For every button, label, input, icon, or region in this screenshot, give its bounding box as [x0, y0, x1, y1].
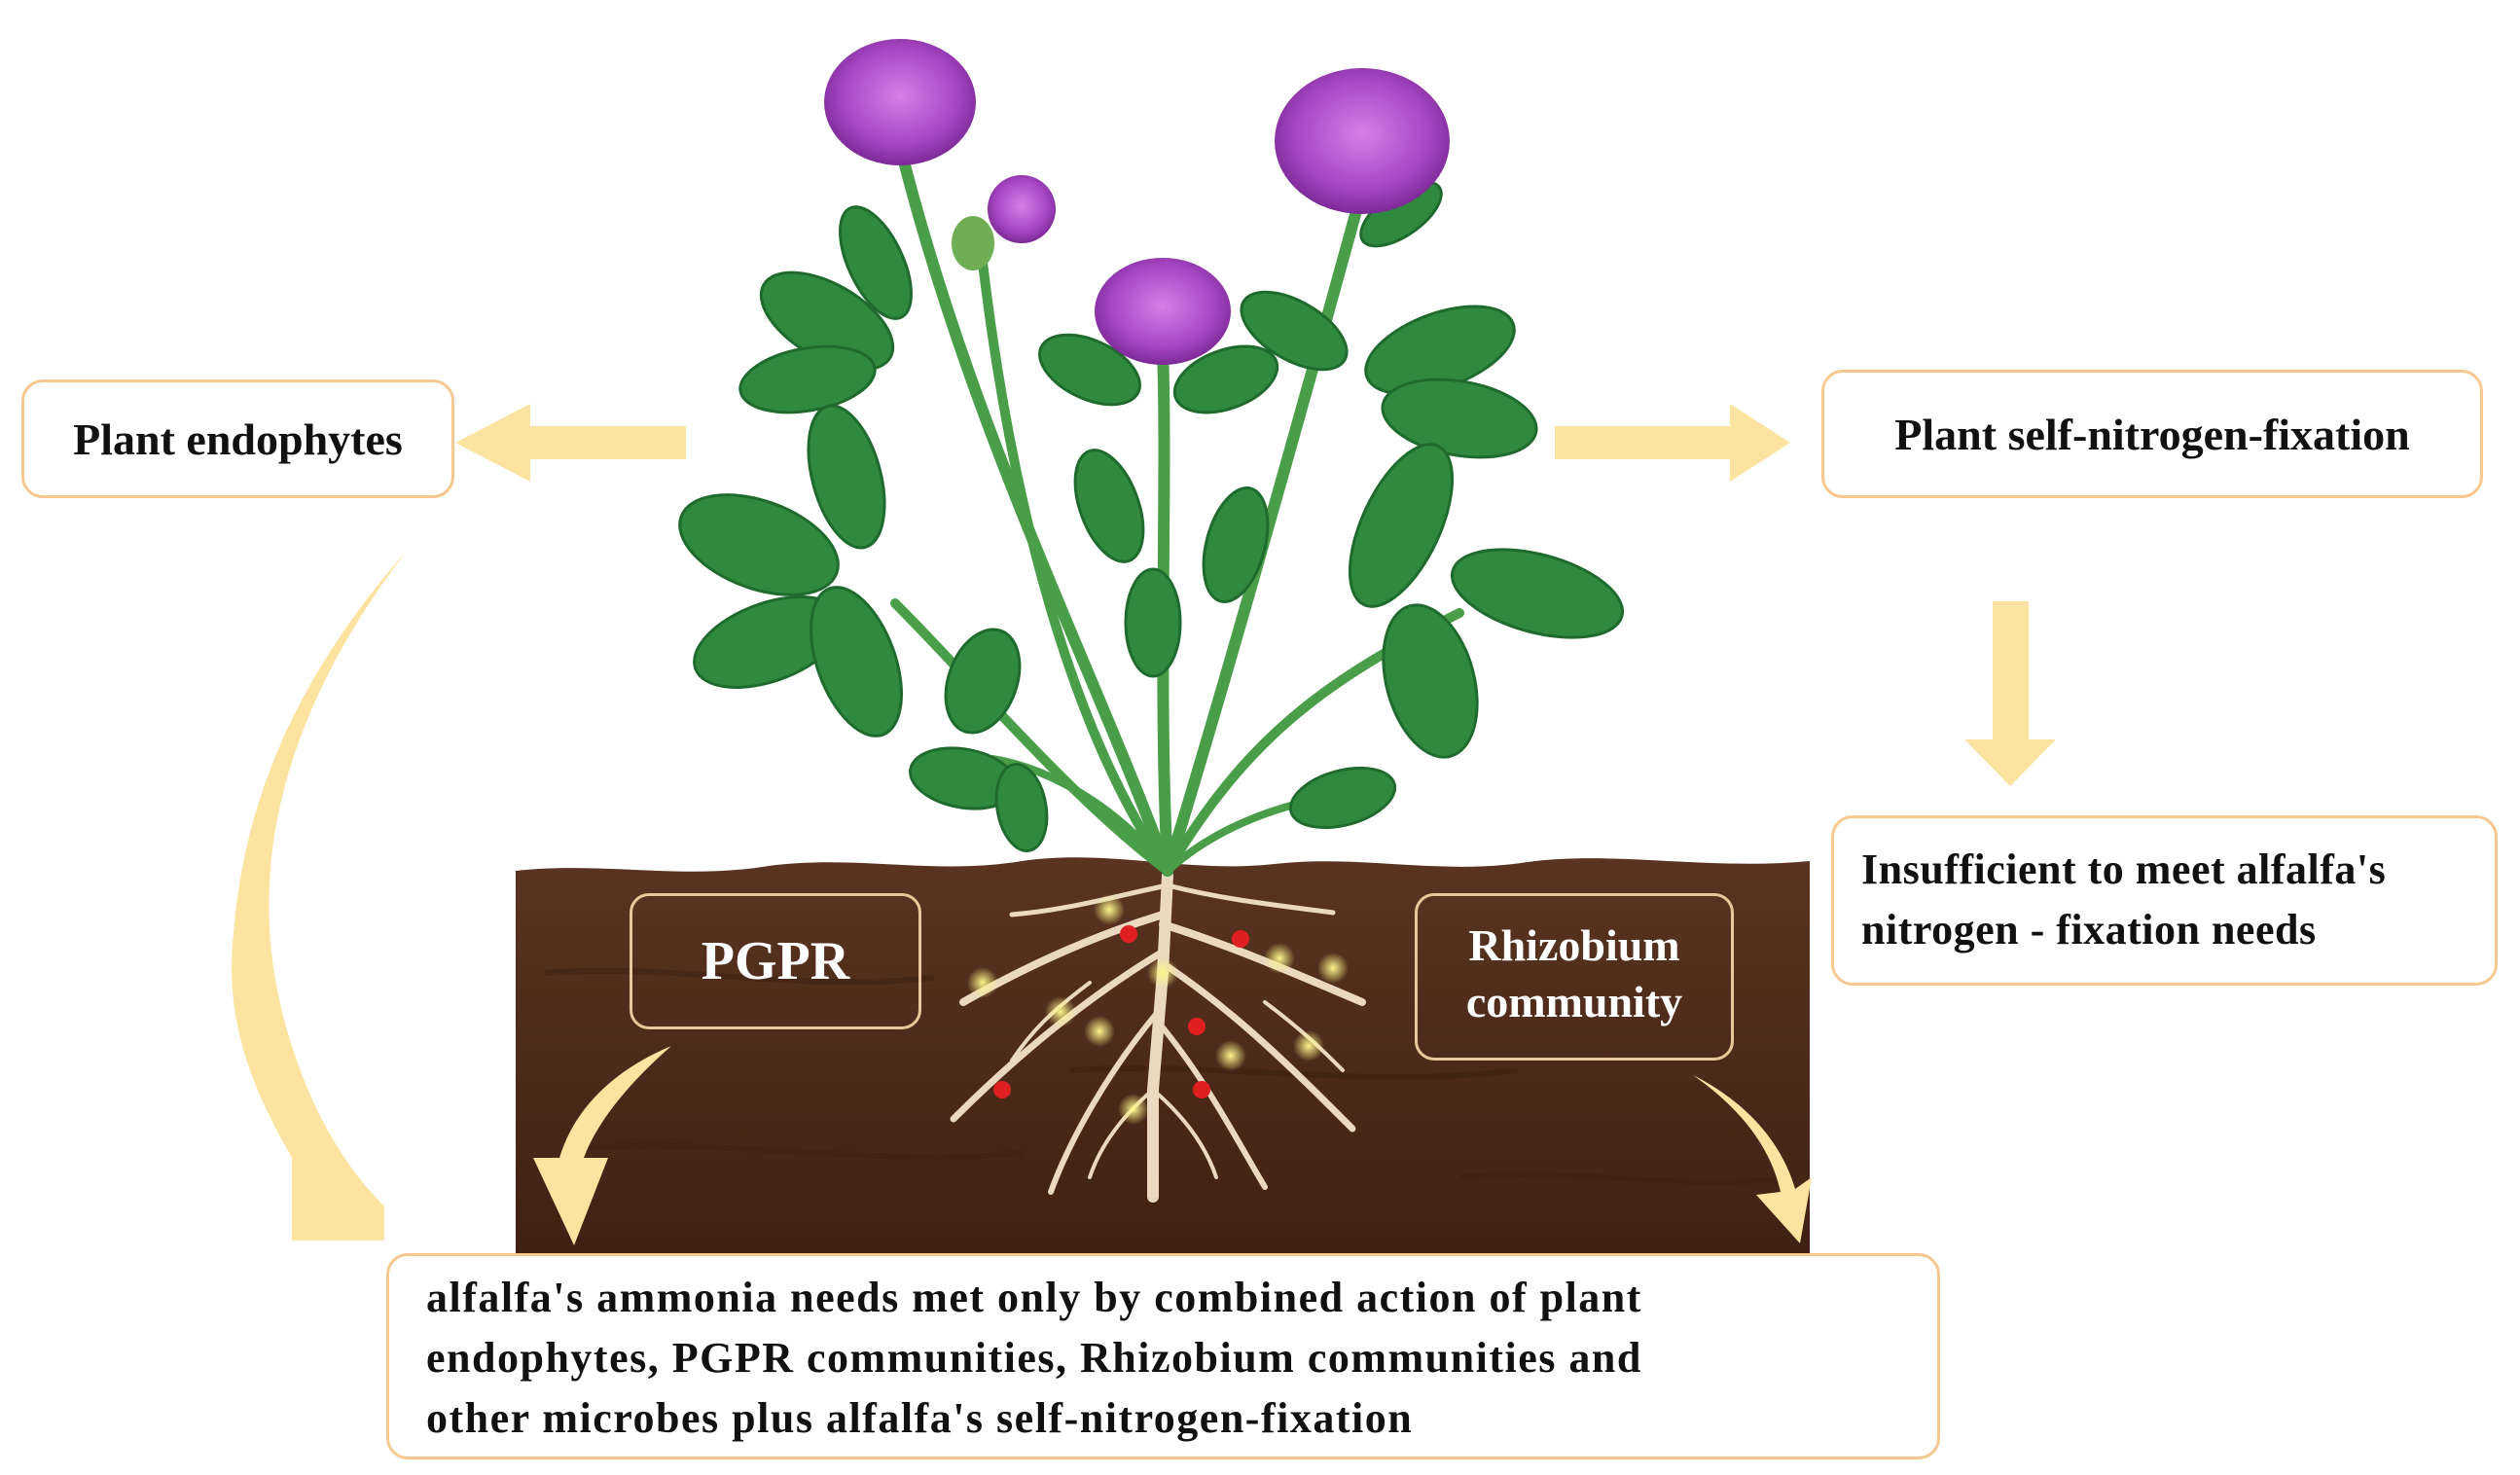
soil	[516, 857, 1810, 1255]
arrow-left-to-endophytes	[455, 404, 686, 482]
arrow-down-to-insufficient	[1964, 601, 2056, 786]
flowers	[824, 39, 1450, 365]
rhizobium-line-1: Rhizobium	[1468, 920, 1680, 970]
pgpr-label: PGPR	[701, 931, 850, 991]
arrow-pgpr-to-combined	[533, 1046, 671, 1245]
arrow-curve-endophytes-to-combined	[232, 551, 407, 1241]
arrow-right-to-self-fixation	[1555, 404, 1790, 482]
plant-endophytes-label: Plant endophytes	[73, 414, 403, 464]
combined-line-2: endophytes, PGPR communities, Rhizobium …	[426, 1334, 1642, 1382]
arrows	[232, 404, 2056, 1245]
combined-line-1: alfalfa's ammonia needs met only by comb…	[426, 1274, 1642, 1321]
arrow-rhizobium-to-combined	[1693, 1075, 1812, 1243]
combined-line-3: other microbes plus alfalfa's self-nitro…	[426, 1394, 1414, 1442]
roots	[950, 870, 1366, 1203]
plant-self-fixation-label: Plant self-nitrogen-fixation	[1894, 409, 2410, 459]
rhizobium-box: Rhizobium community	[1415, 893, 1734, 1061]
plant-self-fixation-box: Plant self-nitrogen-fixation	[1821, 370, 2483, 498]
combined-action-box: alfalfa's ammonia needs met only by comb…	[386, 1253, 1940, 1459]
leaves	[678, 137, 1625, 853]
insufficient-line-2: nitrogen - fixation needs	[1861, 906, 2317, 953]
rhizobium-line-2: community	[1465, 977, 1683, 1026]
root-nodules	[967, 894, 1349, 1125]
pgpr-box: PGPR	[630, 893, 921, 1029]
insufficient-line-1: Insufficient to meet alfalfa's	[1861, 845, 2387, 893]
plant-endophytes-box: Plant endophytes	[21, 379, 454, 498]
insufficient-box: Insufficient to meet alfalfa's nitrogen …	[1831, 815, 2498, 986]
